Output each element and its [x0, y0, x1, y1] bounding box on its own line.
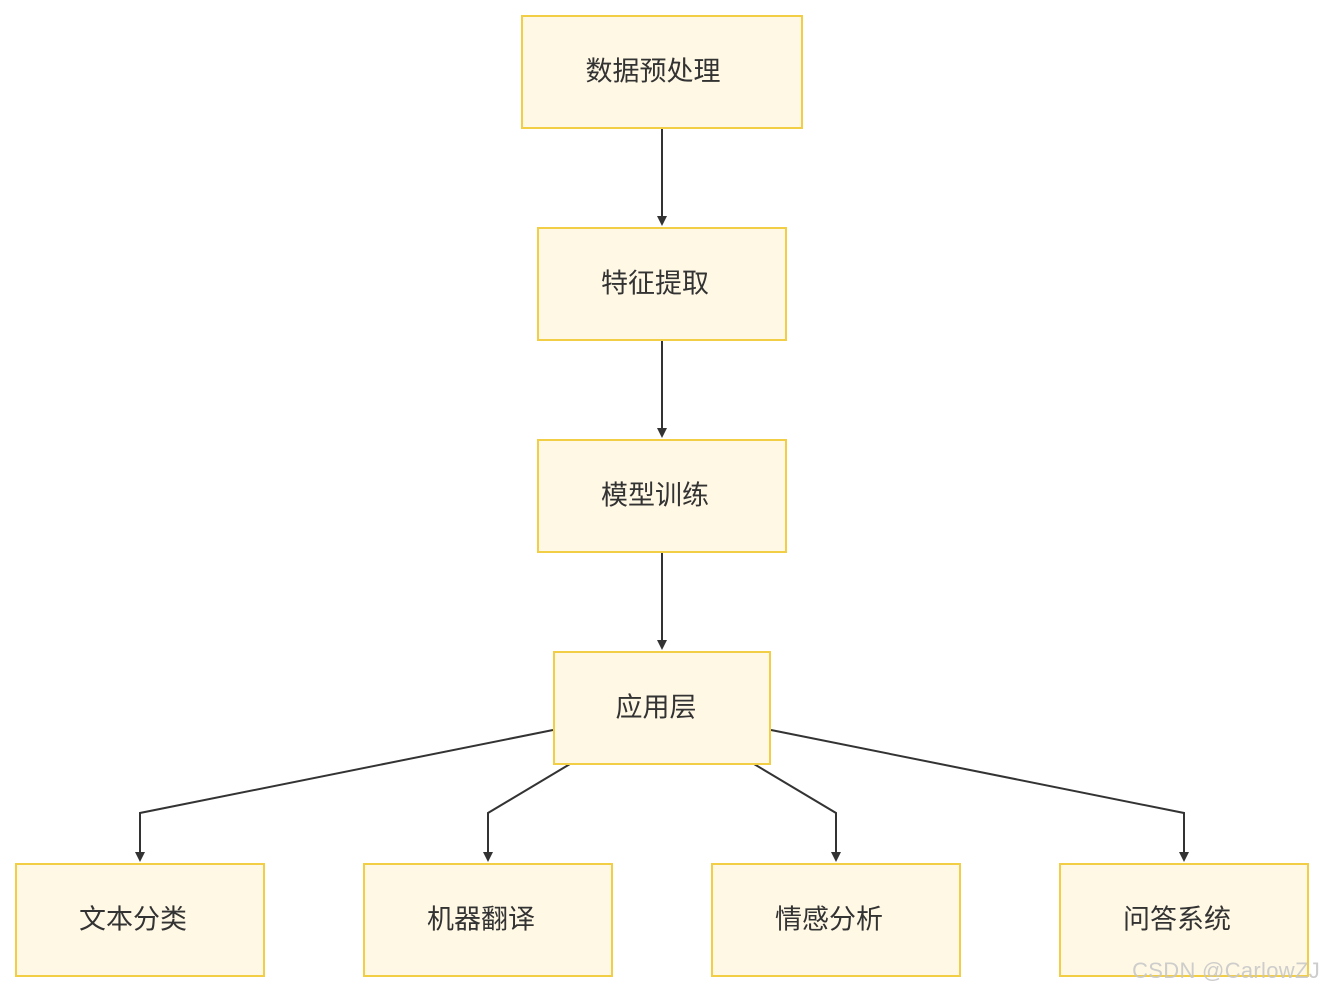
edge-app-layer-to-text-classification — [135, 729, 554, 862]
node-text-classification: 文本分类 — [15, 863, 265, 977]
node-label: 特征提取 — [601, 269, 709, 300]
node-label: 文本分类 — [79, 905, 187, 936]
node-box — [537, 227, 787, 341]
node-box — [521, 15, 803, 129]
node-sentiment-analysis: 情感分析 — [711, 863, 961, 977]
edge-app-layer-to-machine-translation — [483, 763, 571, 862]
node-box — [15, 863, 265, 977]
node-training: 模型训练 — [537, 439, 787, 553]
watermark: CSDN @CarlowZJ — [1132, 958, 1320, 983]
node-box — [363, 863, 613, 977]
edge-app-layer-to-sentiment-analysis — [753, 763, 841, 862]
node-label: 情感分析 — [775, 905, 883, 936]
edge-app-layer-to-qa-system — [770, 729, 1189, 862]
node-label: 模型训练 — [601, 481, 709, 512]
node-app-layer: 应用层 — [553, 651, 771, 765]
edges — [135, 128, 1189, 862]
node-qa-system: 问答系统 — [1059, 863, 1309, 977]
node-label: 数据预处理 — [586, 57, 721, 88]
node-features: 特征提取 — [537, 227, 787, 341]
node-box — [1059, 863, 1309, 977]
node-box — [553, 651, 771, 765]
node-box — [711, 863, 961, 977]
node-preprocess: 数据预处理 — [521, 15, 803, 129]
node-label: 问答系统 — [1123, 905, 1231, 936]
node-label: 应用层 — [616, 693, 697, 724]
node-machine-translation: 机器翻译 — [363, 863, 613, 977]
node-label: 机器翻译 — [427, 905, 535, 936]
node-box — [537, 439, 787, 553]
